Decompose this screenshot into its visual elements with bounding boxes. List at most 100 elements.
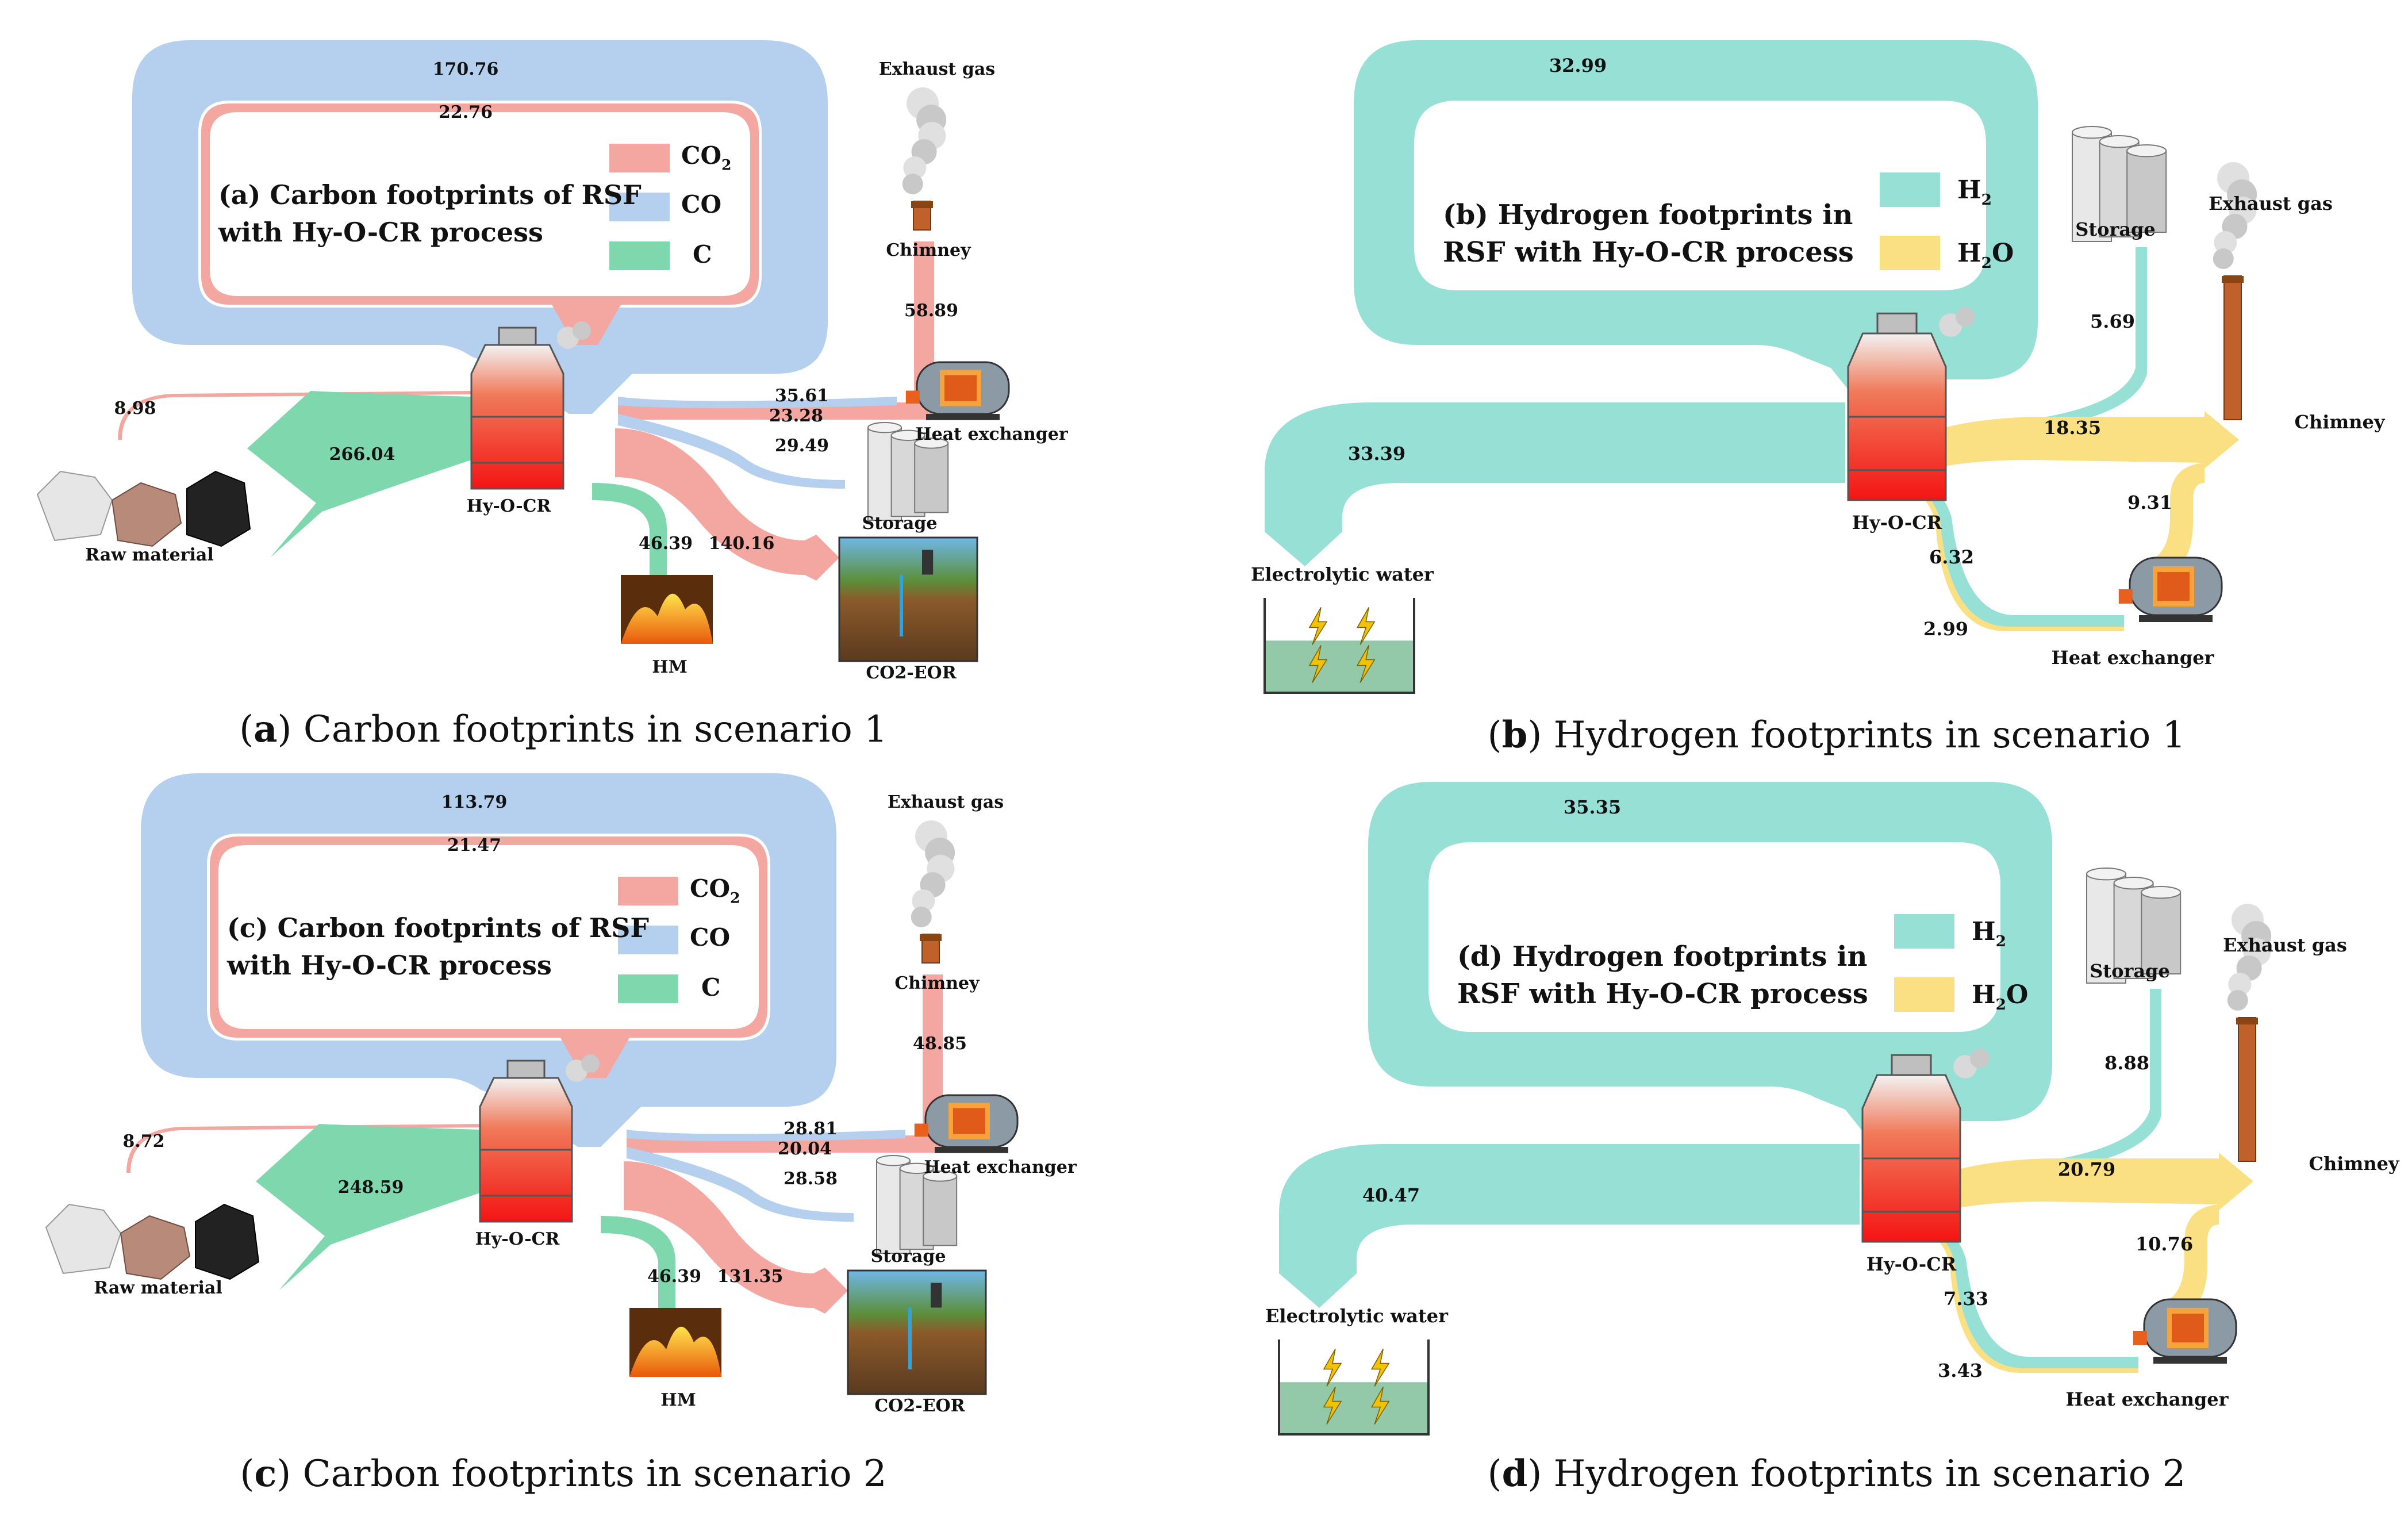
legend-swatch-h2	[1880, 172, 1940, 207]
electrolytic-h2-flow	[1279, 1144, 1860, 1308]
node-label-co2-eor: CO2-EOR	[874, 1396, 965, 1416]
node-label-hy-o-cr: Hy-O-CR	[1867, 1253, 1957, 1275]
node-label-hy-o-cr: Hy-O-CR	[1852, 512, 1942, 534]
node-label-heat-exchanger: Heat exchanger	[924, 1157, 1077, 1177]
chimney-icon	[902, 87, 947, 231]
heat-exchanger-icon	[2118, 556, 2223, 622]
node-label-hy-o-cr: Hy-O-CR	[467, 496, 552, 516]
node-label-hm: HM	[652, 657, 688, 677]
flow-label-co2-loop: 21.47	[447, 835, 501, 855]
panel-box-title-line1: (c) Carbon footprints of RSF	[227, 912, 649, 943]
lightning-icon	[1323, 1349, 1342, 1387]
node-label-storage: Storage	[862, 513, 938, 534]
lightning-icon	[1323, 1387, 1342, 1425]
legend-swatch-co	[609, 193, 670, 221]
furnace-icon	[1847, 307, 1975, 501]
lightning-icon	[1370, 1387, 1390, 1425]
node-label-hy-o-cr: Hy-O-CR	[475, 1229, 560, 1249]
panel-box-title-line2: with Hy-O-CR process	[218, 217, 543, 248]
legend-label-c: C	[701, 973, 720, 1001]
electrolytic-water-tank-icon	[1278, 1340, 1430, 1436]
node-label-exhaust-gas: Exhaust gas	[888, 792, 1004, 812]
panel-box-title-line2: with Hy-O-CR process	[226, 950, 552, 981]
flow-label-hx-h2o: 2.99	[1923, 618, 1968, 640]
flow-label-co2-loop: 22.76	[439, 102, 493, 122]
flow-label-h2-loop: 35.35	[1564, 796, 1621, 818]
flow-label-hx-h2o: 3.43	[1938, 1360, 1983, 1381]
node-label-chimney: Chimney	[894, 973, 980, 993]
flow-label-hx-co: 35.61	[775, 386, 829, 406]
raw-material-icon	[36, 470, 251, 547]
co2-eor-scene-icon	[847, 1269, 987, 1395]
flow-label-chimney-h2o: 18.35	[2044, 417, 2101, 439]
panel-box-title-line2: RSF with Hy-O-CR process	[1457, 978, 1868, 1010]
flow-label-raw-c: 248.59	[338, 1177, 404, 1198]
hot-metal-fire-icon	[621, 575, 713, 644]
lightning-icon	[1308, 607, 1328, 645]
h2-recycle-loop-flow	[1368, 782, 2052, 1167]
storage-co-flow	[618, 414, 845, 489]
electrolytic-h2-flow	[1265, 402, 1845, 566]
storage-tanks-icon	[2086, 868, 2182, 984]
panel-box-title-line1: (d) Hydrogen footprints in	[1457, 941, 1867, 973]
chimney-h2o-flow	[1906, 411, 2239, 477]
node-label-heat-exchanger: Heat exchanger	[915, 424, 1069, 444]
node-label-exhaust-gas: Exhaust gas	[2223, 934, 2347, 956]
panel-box-title-line1: (a) Carbon footprints of RSF	[218, 179, 642, 210]
lightning-icon	[1370, 1349, 1390, 1387]
heat-exchanger-icon	[2133, 1298, 2237, 1364]
legend-label-co: CO	[681, 190, 721, 218]
co-recycle-loop-flow	[141, 773, 836, 1147]
legend-swatch-co	[618, 926, 678, 954]
hx-h2-flow	[1906, 477, 2124, 627]
legend-swatch-h2o	[1894, 977, 1954, 1012]
flow-label-raw-co2: 8.98	[114, 398, 156, 419]
co2-recycle-loop-flow	[210, 836, 767, 1078]
lightning-icon	[1308, 645, 1328, 683]
flow-label-storage-co: 29.49	[775, 436, 829, 456]
flow-label-chimney-co2: 48.85	[913, 1034, 967, 1054]
node-label-raw-material: Raw material	[85, 545, 214, 565]
chimney-icon	[911, 820, 955, 964]
legend-label-co2: CO2	[690, 874, 740, 907]
storage-co-flow	[627, 1147, 854, 1222]
legend-swatch-co2	[618, 877, 678, 905]
electrolytic-water-tank-icon	[1263, 598, 1415, 694]
panel-caption: (d) Hydrogen footprints in scenario 2	[1488, 1452, 2186, 1495]
flow-label-electrolytic-h2: 33.39	[1348, 443, 1405, 465]
panel-box-title-line1: (b) Hydrogen footprints in	[1443, 199, 1853, 231]
raw-carbon-flow	[256, 1124, 480, 1291]
legend-label-c: C	[693, 240, 712, 268]
node-label-chimney: Chimney	[2309, 1153, 2400, 1175]
hx-h2-flow	[1920, 1219, 2138, 1368]
legend-swatch-c	[618, 974, 678, 1003]
lightning-icon	[1356, 607, 1376, 645]
raw-material-icon	[45, 1203, 260, 1280]
node-label-hm: HM	[660, 1390, 696, 1410]
flow-label-hx-h2: 6.32	[1929, 546, 1974, 568]
lightning-icon	[1356, 645, 1376, 683]
flow-label-eor-co2: 140.16	[709, 534, 775, 554]
storage-tanks-icon	[867, 422, 949, 521]
furnace-icon	[1861, 1049, 1990, 1243]
legend-label-h2o: H2O	[1972, 980, 2028, 1014]
flow-label-h2-loop: 32.99	[1549, 55, 1607, 76]
node-label-co2-eor: CO2-EOR	[866, 663, 957, 683]
flow-label-electrolytic-h2: 40.47	[1362, 1184, 1420, 1206]
node-label-heat-exchanger: Heat exchanger	[2065, 1388, 2229, 1410]
hx-h2o-up-flow	[2138, 463, 2205, 581]
heat-exchanger-icon	[914, 1094, 1019, 1153]
legend-label-co: CO	[690, 923, 730, 951]
hot-metal-fire-icon	[629, 1308, 721, 1377]
flow-label-hx-co: 28.81	[784, 1119, 838, 1139]
panel-caption: (a) Carbon footprints in scenario 1	[239, 708, 888, 751]
flow-label-eor-co2: 131.35	[717, 1266, 784, 1287]
flow-label-raw-co2: 8.72	[122, 1131, 164, 1152]
legend-label-h2o: H2O	[1957, 239, 2014, 272]
legend-swatch-c	[609, 241, 670, 270]
heat-exchanger-icon	[905, 361, 1010, 420]
flow-label-co-loop: 170.76	[433, 59, 499, 79]
